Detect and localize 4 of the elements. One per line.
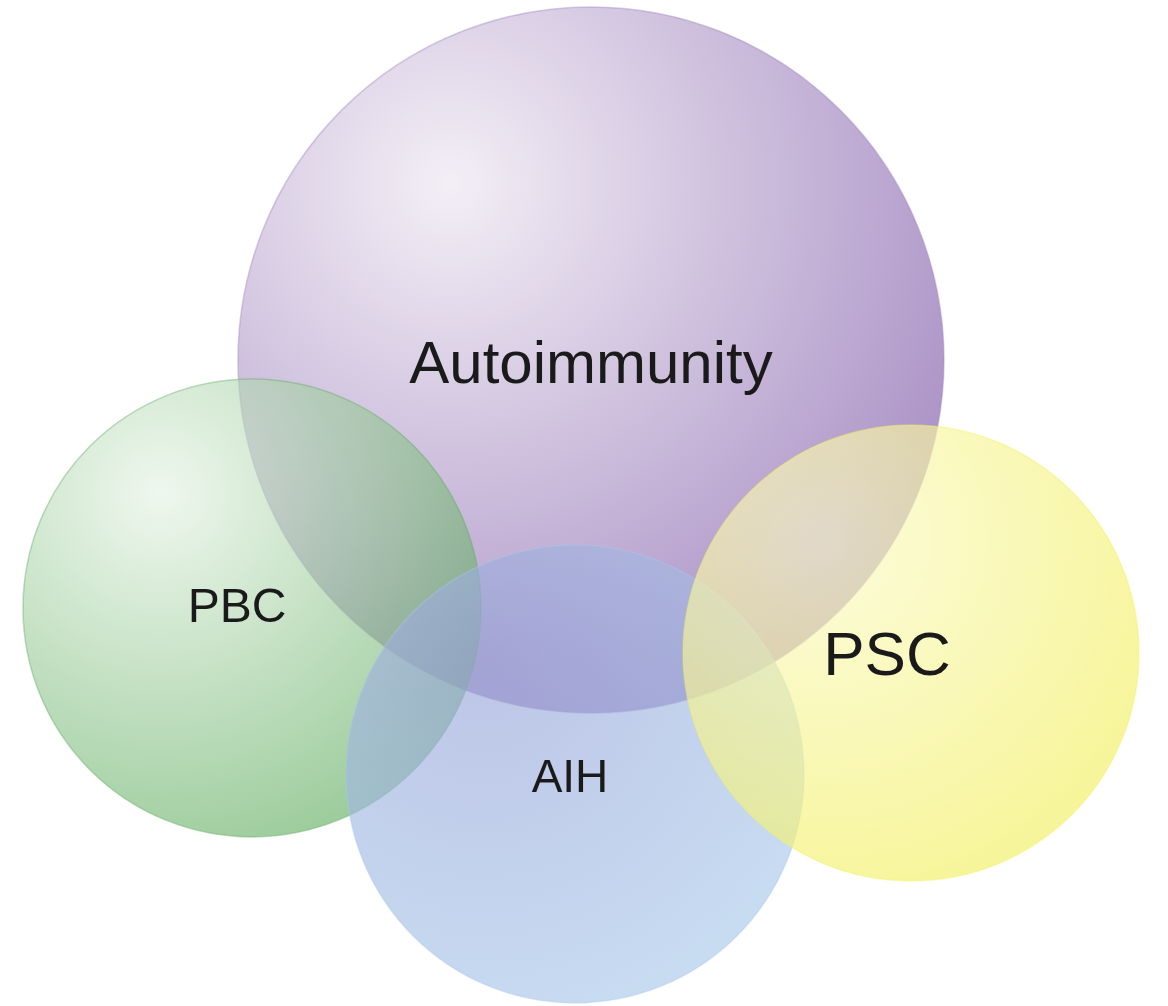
circle-label: Autoimmunity	[409, 327, 773, 397]
circle-label: PBC	[187, 577, 287, 633]
circle-label: PSC	[823, 617, 951, 689]
circle-label: AIH	[531, 749, 609, 803]
